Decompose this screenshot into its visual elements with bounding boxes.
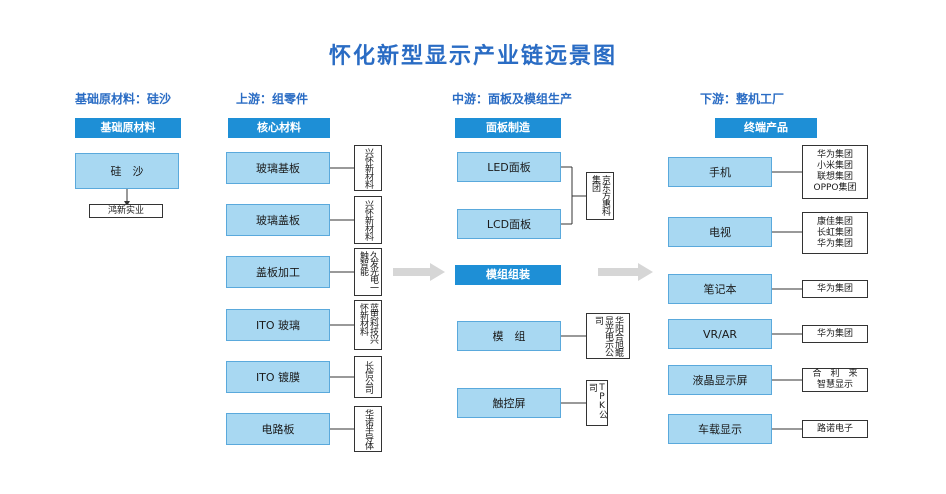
downstream-supplier-list: 华为集团 小米集团 联想集团 OPPO集团 bbox=[802, 145, 868, 199]
module-supplier: 华阳合旭鲲显光电示公司 bbox=[586, 313, 630, 359]
upstream-item-cover-processing: 盖板加工 bbox=[226, 256, 330, 288]
downstream-item-vr-ar: VR/AR bbox=[668, 319, 772, 349]
downstream-item-phone: 手机 bbox=[668, 157, 772, 187]
upstream-item-ito-glass: ITO 玻璃 bbox=[226, 309, 330, 341]
downstream-item-tv: 电视 bbox=[668, 217, 772, 247]
header-raw-materials: 基础原材料 bbox=[75, 118, 181, 138]
supplier-name: 联想集团 bbox=[816, 172, 853, 182]
module-item-touch-screen: 触控屏 bbox=[457, 388, 561, 418]
supplier-name: 合 利 来 bbox=[812, 369, 858, 379]
upstream-supplier: 兴怀新材料 bbox=[354, 145, 382, 191]
panel-item-lcd: LCD面板 bbox=[457, 209, 561, 239]
column-heading-upstream: 上游：组零件 bbox=[236, 92, 309, 106]
downstream-item-car-display: 车载显示 bbox=[668, 414, 772, 444]
supplier-name: 华为集团 bbox=[816, 328, 853, 339]
supplier-name: 华为集团 bbox=[816, 283, 853, 294]
downstream-supplier-list: 华为集团 bbox=[802, 325, 868, 343]
header-module-assembly: 模组组装 bbox=[455, 265, 561, 285]
diagram-title: 怀化新型显示产业链远景图 bbox=[328, 44, 617, 69]
supplier-name: OPPO集团 bbox=[813, 183, 857, 193]
downstream-item-laptop: 笔记本 bbox=[668, 274, 772, 304]
panel-supplier: 京东方惠科集团 bbox=[586, 172, 614, 220]
downstream-supplier-list: 康佳集团 长虹集团 华为集团 bbox=[802, 212, 868, 254]
raw-supplier: 鸿新实业 bbox=[89, 204, 163, 218]
supplier-name: 华为集团 bbox=[816, 238, 853, 249]
column-heading-midstream: 中游：面板及模组生产 bbox=[452, 92, 573, 106]
downstream-supplier-list: 华为集团 bbox=[802, 280, 868, 298]
upstream-supplier: 长信公司 bbox=[354, 356, 382, 398]
supplier-name: 长虹集团 bbox=[816, 227, 853, 238]
downstream-supplier-list: 路诺电子 bbox=[802, 420, 868, 438]
flow-arrow-icon bbox=[598, 263, 653, 281]
supplier-name: 小米集团 bbox=[816, 161, 853, 171]
panel-item-led: LED面板 bbox=[457, 152, 561, 182]
module-supplier: TPK公司 bbox=[586, 380, 608, 426]
flow-arrow-icon bbox=[393, 263, 445, 281]
upstream-item-circuit-board: 电路板 bbox=[226, 413, 330, 445]
upstream-supplier: 久发光电一触智能 bbox=[354, 248, 382, 296]
downstream-item-lcd-display: 液晶显示屏 bbox=[668, 365, 772, 395]
column-heading-raw: 基础原材料：硅沙 bbox=[75, 92, 172, 106]
supplier-name: 智慧显示 bbox=[816, 380, 853, 390]
upstream-supplier: 蓝思科技兴怀新材料 bbox=[354, 300, 382, 350]
upstream-item-glass-substrate: 玻璃基板 bbox=[226, 152, 330, 184]
module-item-module: 模 组 bbox=[457, 321, 561, 351]
header-core-materials: 核心材料 bbox=[228, 118, 330, 138]
supplier-name: 康佳集团 bbox=[816, 216, 853, 227]
supplier-name: 华为集团 bbox=[816, 150, 853, 160]
column-heading-downstream: 下游：整机工厂 bbox=[700, 92, 785, 106]
header-panel-manufacturing: 面板制造 bbox=[455, 118, 561, 138]
upstream-supplier: 华诺半导体 bbox=[354, 406, 382, 452]
arrowhead-icon bbox=[124, 201, 130, 206]
supplier-name: 路诺电子 bbox=[816, 423, 853, 434]
header-end-products: 终端产品 bbox=[715, 118, 817, 138]
raw-item-silica-sand: 硅 沙 bbox=[75, 153, 179, 189]
upstream-item-glass-cover: 玻璃盖板 bbox=[226, 204, 330, 236]
upstream-item-ito-coating: ITO 镀膜 bbox=[226, 361, 330, 393]
downstream-supplier-list: 合 利 来 智慧显示 bbox=[802, 368, 868, 392]
upstream-supplier: 兴怀新材料 bbox=[354, 196, 382, 244]
